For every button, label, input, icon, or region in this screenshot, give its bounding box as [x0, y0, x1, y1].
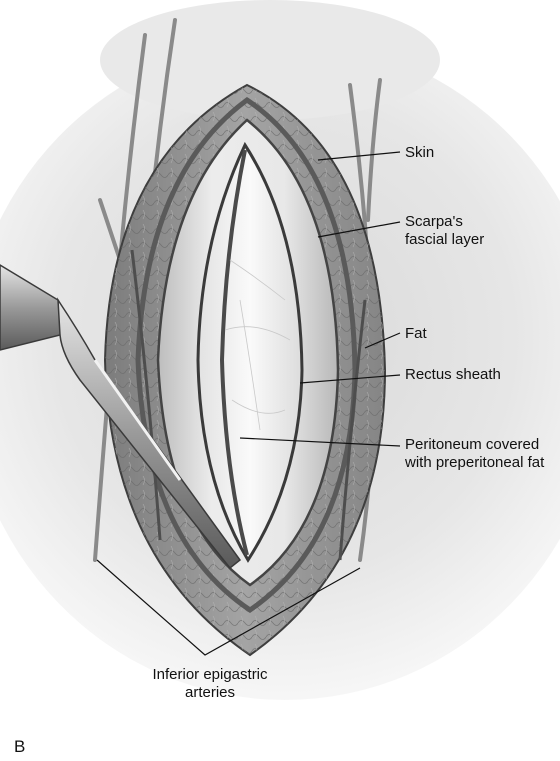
peritoneum-fold — [219, 149, 249, 556]
leader-epigastric — [96, 559, 361, 656]
panel-letter-text: B — [14, 737, 26, 756]
scalpel-icon — [0, 264, 242, 570]
label-inferior-epigastric: Inferior epigastric arteries — [150, 666, 270, 702]
leader-peritoneum — [239, 437, 401, 447]
label-peritoneum-line1: Peritoneum covered — [405, 436, 540, 453]
chin-shadow — [100, 0, 440, 120]
panel-letter: B — [14, 738, 25, 756]
label-fat-text: Fat — [405, 325, 427, 342]
leader-lines — [96, 151, 401, 656]
peritoneum — [196, 141, 304, 563]
label-epigastric-line2: arteries — [184, 684, 236, 701]
label-scarpa-line1: Scarpa's — [405, 213, 463, 230]
label-scarpa-line2: fascial layer — [405, 231, 485, 248]
label-epigastric-line1: Inferior epigastric — [152, 666, 268, 683]
label-skin-text: Skin — [405, 144, 435, 161]
preperitoneal-veins — [224, 259, 291, 431]
label-peritoneum-line2: with preperitoneal fat — [405, 454, 545, 471]
label-scarpa: Scarpa's fascial layer — [405, 213, 484, 249]
label-skin: Skin — [405, 144, 434, 162]
label-fat: Fat — [405, 325, 427, 343]
leader-scarpa — [317, 221, 401, 238]
leader-skin — [317, 151, 401, 161]
scarpa-fascia — [135, 96, 358, 614]
label-rectus-sheath: Rectus sheath — [405, 366, 501, 384]
leader-rectus — [299, 374, 401, 384]
label-peritoneum: Peritoneum covered with preperitoneal fa… — [405, 436, 544, 472]
inferior-epigastric-arteries — [130, 249, 367, 561]
label-rectus-text: Rectus sheath — [405, 366, 501, 383]
leader-fat — [364, 332, 401, 349]
